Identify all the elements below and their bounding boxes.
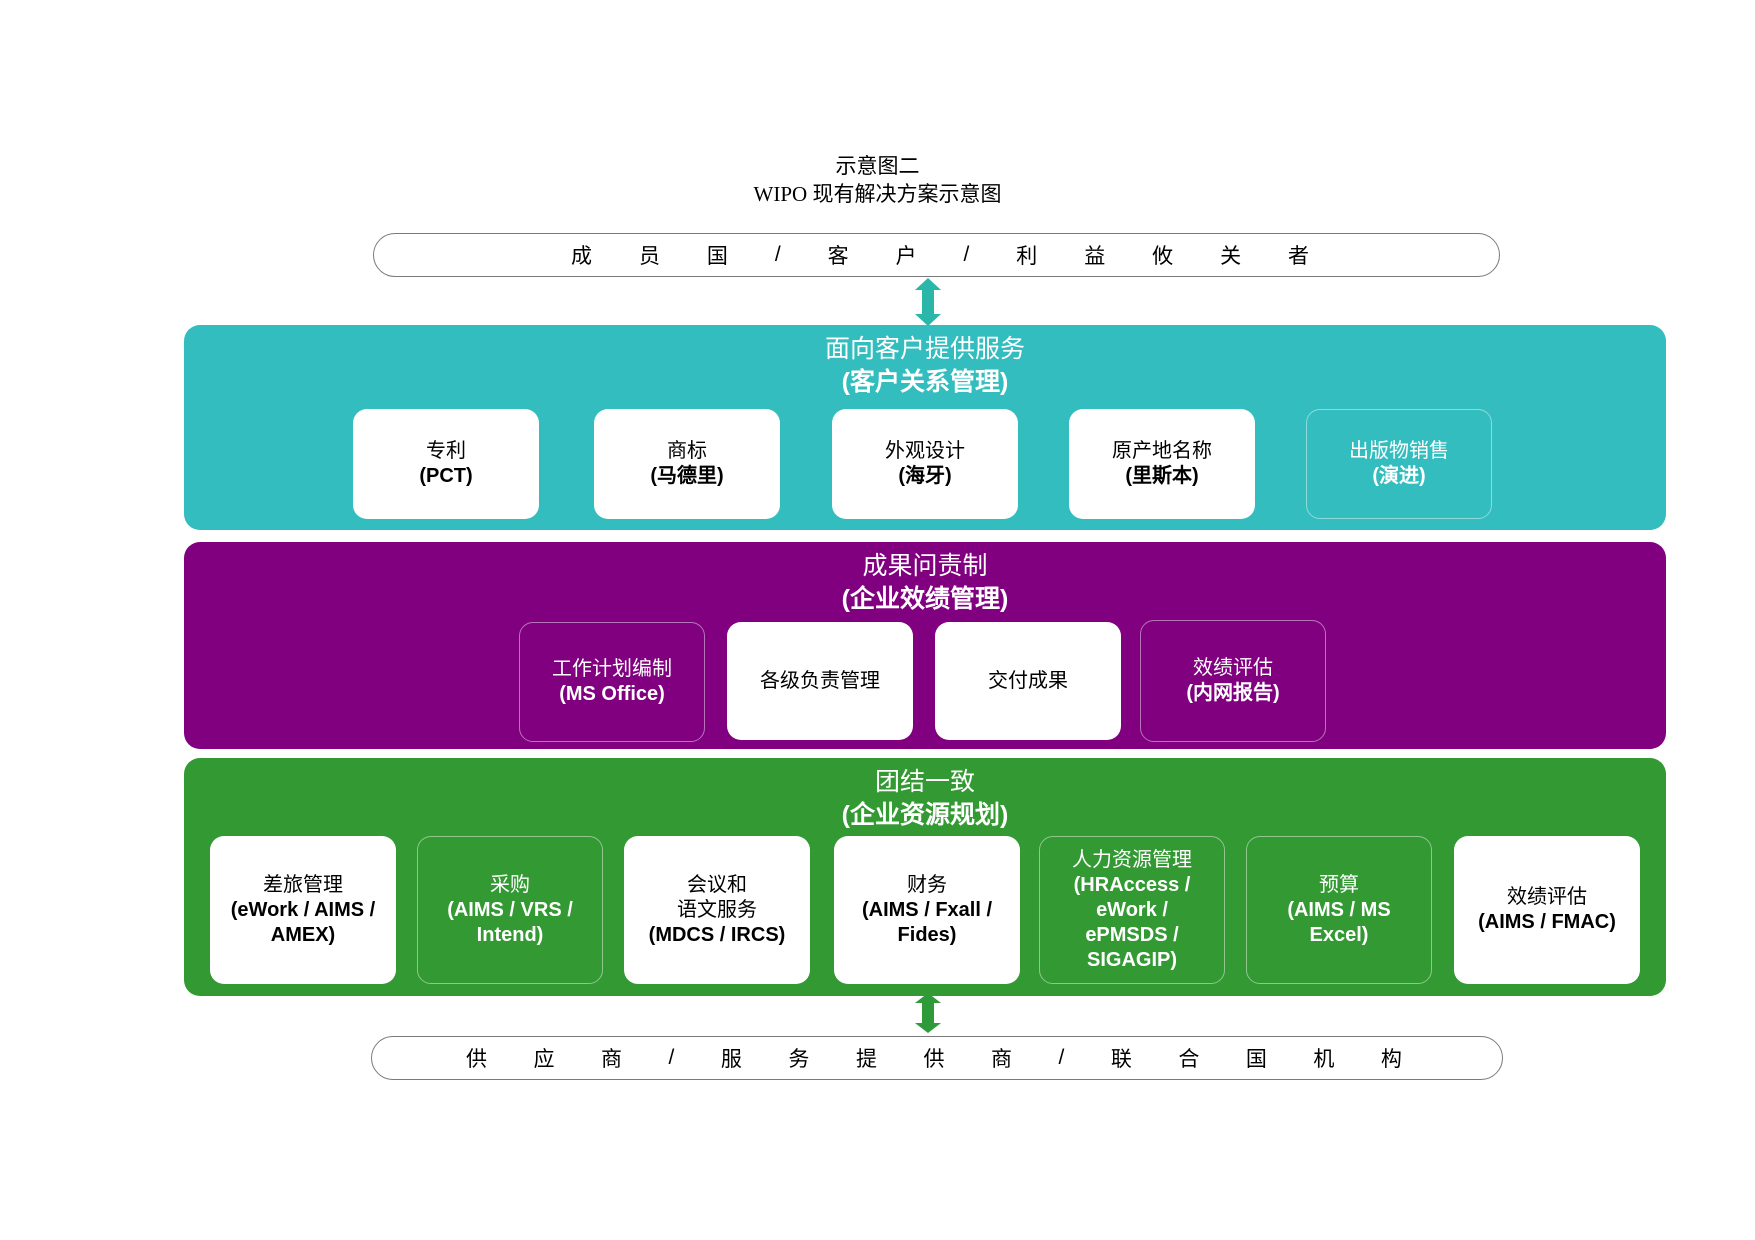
- suppliers-char: 务: [788, 1048, 810, 1071]
- figure-number: 示意图二: [835, 154, 920, 178]
- suppliers-char: /: [668, 1046, 675, 1069]
- stakeholders-char: 利: [1016, 245, 1038, 268]
- box-system: (AIMS / MS: [1287, 898, 1391, 921]
- box-label: 预算: [1319, 873, 1359, 896]
- box-label: 专利: [426, 440, 466, 462]
- layer-subtitle: (客户关系管理): [841, 368, 1009, 396]
- suppliers-char: 提: [855, 1048, 877, 1071]
- performance-evaluation-box: 效绩评估 (内网报告): [1140, 620, 1326, 742]
- accountability-layer: 成果问责制 (企业效绩管理) 工作计划编制 (MS Office) 各级负责管理…: [184, 542, 1666, 749]
- appellation-of-origin-box: 原产地名称 (里斯本): [1069, 409, 1255, 519]
- box-system: (HRAccess /: [1073, 873, 1191, 896]
- box-label: 效绩评估: [1193, 657, 1273, 679]
- suppliers-char: 服: [720, 1048, 742, 1071]
- box-system: (演进): [1372, 465, 1426, 487]
- travel-management-box: 差旅管理 (eWork / AIMS / AMEX): [210, 836, 396, 984]
- box-system: Intend): [476, 923, 544, 946]
- double-arrow-icon: [915, 278, 941, 326]
- stakeholders-char: 关: [1220, 245, 1242, 268]
- layer-title: 面向客户提供服务: [824, 335, 1025, 363]
- double-arrow-icon: [915, 993, 941, 1033]
- suppliers-char: 国: [1245, 1048, 1267, 1071]
- box-system: (AIMS / FMAC): [1478, 911, 1616, 933]
- layer-title: 成果问责制: [862, 552, 988, 580]
- box-label: 差旅管理: [263, 873, 343, 896]
- patent-box: 专利 (PCT): [353, 409, 539, 519]
- box-system: SIGAGIP): [1086, 948, 1177, 971]
- layer-title: 团结一致: [874, 768, 975, 796]
- erp-layer: 团结一致 (企业资源规划) 差旅管理 (eWork / AIMS / AMEX)…: [184, 758, 1666, 996]
- box-system: Excel): [1309, 923, 1369, 946]
- box-system: AMEX): [270, 923, 336, 946]
- stakeholders-char: 者: [1288, 245, 1309, 268]
- suppliers-char: 供: [466, 1048, 487, 1071]
- stakeholders-char: 员: [638, 245, 660, 268]
- finance-box: 财务 (AIMS / Fxall / Fides): [834, 836, 1020, 984]
- stakeholders-char: 益: [1084, 245, 1106, 268]
- box-system: (PCT): [419, 465, 473, 487]
- budget-box: 预算 (AIMS / MS Excel): [1246, 836, 1432, 984]
- box-label: 人力资源管理: [1072, 848, 1192, 871]
- stakeholders-char: /: [774, 243, 781, 266]
- suppliers-char: 联: [1110, 1048, 1132, 1071]
- box-label: 采购: [490, 873, 530, 896]
- suppliers-char: 合: [1178, 1048, 1200, 1071]
- stakeholders-char: 客: [827, 245, 849, 268]
- responsibility-management-box: 各级负责管理: [727, 622, 913, 740]
- suppliers-char: 商: [990, 1048, 1012, 1071]
- suppliers-char: 机: [1313, 1048, 1335, 1071]
- box-label: 财务: [907, 873, 947, 896]
- deliverables-box: 交付成果: [935, 622, 1121, 740]
- trademark-box: 商标 (马德里): [594, 409, 780, 519]
- box-label: 各级负责管理: [760, 669, 880, 692]
- stakeholders-char: 国: [706, 245, 728, 268]
- box-system: (eWork / AIMS /: [230, 898, 376, 921]
- box-label: 出版物销售: [1349, 440, 1449, 462]
- suppliers-bar: 供 应 商 / 服 务 提 供 商 / 联 合 国 机 构: [371, 1036, 1503, 1080]
- publication-sales-box: 出版物销售 (演进): [1306, 409, 1492, 519]
- suppliers-char: 应: [533, 1048, 555, 1071]
- stakeholders-char: 成: [571, 245, 592, 268]
- layer-subtitle: (企业效绩管理): [841, 585, 1009, 613]
- stakeholders-char: 攸: [1152, 245, 1174, 268]
- conference-language-box: 会议和 语文服务 (MDCS / IRCS): [624, 836, 810, 984]
- procurement-box: 采购 (AIMS / VRS / Intend): [417, 836, 603, 984]
- stakeholders-bar: 成 员 国 / 客 户 / 利 益 攸 关 者: [373, 233, 1500, 277]
- stakeholders-char: /: [963, 243, 970, 266]
- box-label: 原产地名称: [1112, 440, 1212, 462]
- stakeholders-char: 户: [895, 245, 917, 268]
- box-system: eWork /: [1096, 898, 1168, 921]
- figure-title: WIPO 现有解决方案示意图: [753, 182, 1002, 206]
- box-system: (MDCS / IRCS): [648, 923, 786, 946]
- box-system: (海牙): [898, 465, 952, 487]
- box-label: 效绩评估: [1507, 886, 1587, 908]
- box-system: (AIMS / Fxall /: [861, 898, 993, 921]
- suppliers-char: 商: [601, 1048, 623, 1071]
- suppliers-char: 供: [923, 1048, 945, 1071]
- box-label: 语文服务: [677, 898, 757, 921]
- box-system: (里斯本): [1125, 465, 1199, 487]
- layer-subtitle: (企业资源规划): [841, 801, 1009, 829]
- human-resources-box: 人力资源管理 (HRAccess / eWork / ePMSDS / SIGA…: [1039, 836, 1225, 984]
- box-label: 交付成果: [988, 669, 1068, 692]
- box-system: (AIMS / VRS /: [447, 898, 573, 921]
- suppliers-char: /: [1058, 1046, 1065, 1069]
- box-label: 商标: [667, 440, 707, 462]
- box-system: (内网报告): [1186, 682, 1280, 704]
- box-system: Fides): [897, 923, 957, 946]
- box-label: 会议和: [687, 873, 747, 896]
- work-planning-box: 工作计划编制 (MS Office): [519, 622, 705, 742]
- customer-services-layer: 面向客户提供服务 (客户关系管理) 专利 (PCT) 商标 (马德里) 外观设计…: [184, 325, 1666, 530]
- industrial-design-box: 外观设计 (海牙): [832, 409, 1018, 519]
- box-system: (马德里): [650, 465, 724, 487]
- performance-evaluation-erp-box: 效绩评估 (AIMS / FMAC): [1454, 836, 1640, 984]
- box-label: 工作计划编制: [552, 658, 672, 680]
- box-system: (MS Office): [559, 683, 665, 705]
- box-label: 外观设计: [885, 440, 965, 462]
- box-system: ePMSDS /: [1085, 923, 1179, 946]
- suppliers-char: 构: [1380, 1048, 1402, 1071]
